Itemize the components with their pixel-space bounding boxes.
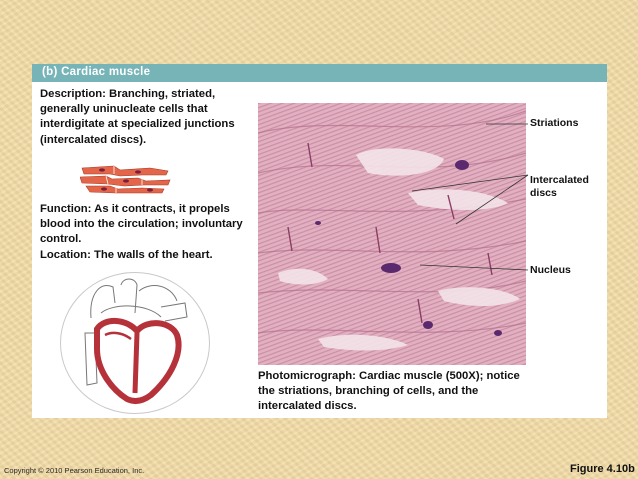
description-block: Description: Branching, striated, genera…	[40, 87, 240, 148]
description-text: Branching, striated, generally uninuclea…	[40, 88, 235, 146]
micrograph-image	[258, 103, 526, 365]
location-label: Location:	[40, 249, 91, 261]
intercalated-discs-label: Intercalated discs	[530, 174, 589, 199]
cardiac-micrograph	[258, 103, 526, 365]
location-text: The walls of the heart.	[90, 249, 213, 261]
caption-text: Cardiac muscle (500X); notice the striat…	[258, 370, 520, 413]
description-label: Description:	[40, 88, 106, 100]
panel-title: (b) Cardiac muscle	[42, 66, 151, 78]
heart-diagram	[60, 272, 210, 414]
function-text: As it contracts, it propels blood into t…	[40, 203, 243, 246]
figure-label: Figure 4.10b	[570, 463, 635, 475]
content-panel: (b) Cardiac muscle Description: Branchin…	[32, 64, 607, 418]
callout-leader-lines	[411, 123, 529, 271]
copyright-notice: Copyright © 2010 Pearson Education, Inc.	[4, 466, 145, 475]
panel-header: (b) Cardiac muscle	[32, 64, 607, 82]
striations-label: Striations	[530, 117, 579, 129]
micrograph-caption: Photomicrograph: Cardiac muscle (500X); …	[258, 369, 528, 415]
nucleus-label: Nucleus	[530, 264, 571, 276]
heart-illustration	[84, 278, 188, 405]
function-block: Function: As it contracts, it propels bl…	[40, 202, 255, 248]
function-label: Function:	[40, 203, 92, 215]
cardiac-cells-illustration	[80, 165, 171, 194]
location-block: Location: The walls of the heart.	[40, 248, 245, 263]
caption-label: Photomicrograph:	[258, 370, 356, 382]
